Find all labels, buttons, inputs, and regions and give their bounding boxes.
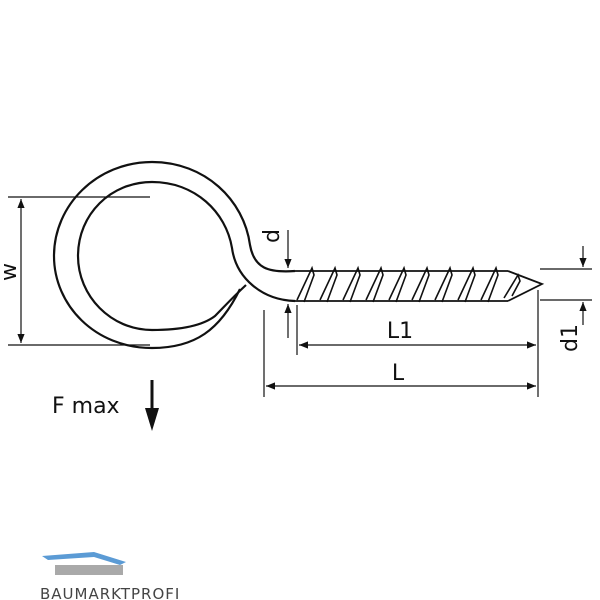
dimension-d1 [540, 246, 592, 325]
dimension-l1 [296, 290, 539, 355]
logo-roof-icon [42, 552, 126, 565]
baumarktprofi-logo: BAUMARKTPROFI [40, 552, 180, 600]
label-l1: L1 [387, 319, 413, 344]
logo-text: BAUMARKTPROFI [40, 585, 180, 600]
label-w: w [0, 263, 22, 281]
force-arrow [145, 380, 159, 431]
screw-thread [295, 265, 545, 303]
label-d1: d1 [558, 324, 583, 352]
label-d: d [260, 229, 285, 243]
label-l: L [392, 361, 405, 386]
logo-bar-icon [55, 565, 123, 575]
label-force: F max [52, 394, 120, 419]
dimension-w [8, 196, 150, 346]
screw-eye-ring [52, 160, 296, 350]
dimension-l [263, 310, 539, 397]
